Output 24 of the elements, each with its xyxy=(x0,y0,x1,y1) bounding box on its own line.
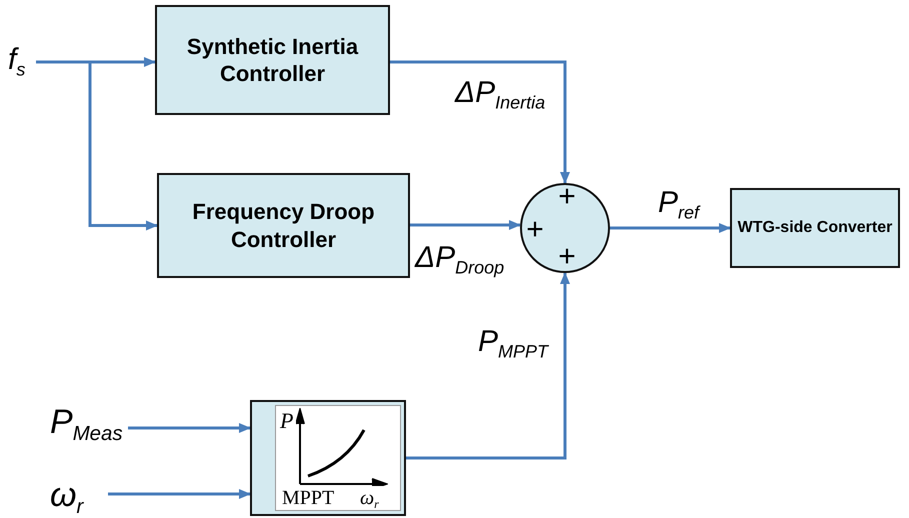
plot-label: MPPT xyxy=(282,488,334,508)
arrow xyxy=(36,60,158,230)
arrow xyxy=(390,60,570,184)
arrow xyxy=(410,220,521,230)
controller-box: WTG-side Converter xyxy=(730,188,900,268)
signal-label: ω$_{r}$ xyxy=(50,478,84,518)
arrow xyxy=(406,272,570,460)
edge-label: ΔP$_{Droop}$ xyxy=(415,243,504,276)
plot-label: ω$_{r}$ xyxy=(360,488,379,510)
mppt-block xyxy=(250,400,406,516)
arrow xyxy=(108,489,251,499)
edge-label: P$_{ref}$ xyxy=(658,188,700,222)
controller-box: Synthetic Inertia Controller xyxy=(155,5,390,115)
controller-box: Frequency Droop Controller xyxy=(157,173,410,278)
edge-label: P$_{MPPT}$ xyxy=(478,327,548,360)
signal-label: P$_{Meas}$ xyxy=(50,405,123,445)
plus-sign: + xyxy=(526,215,544,245)
edge-label: ΔP$_{Inertia}$ xyxy=(455,78,546,112)
signal-label: f$_{s}$ xyxy=(8,45,26,78)
plot-label: P xyxy=(280,410,294,432)
plus-sign: + xyxy=(558,242,576,272)
arrow xyxy=(128,423,251,433)
plus-sign: + xyxy=(558,182,576,212)
arrow xyxy=(610,223,731,233)
